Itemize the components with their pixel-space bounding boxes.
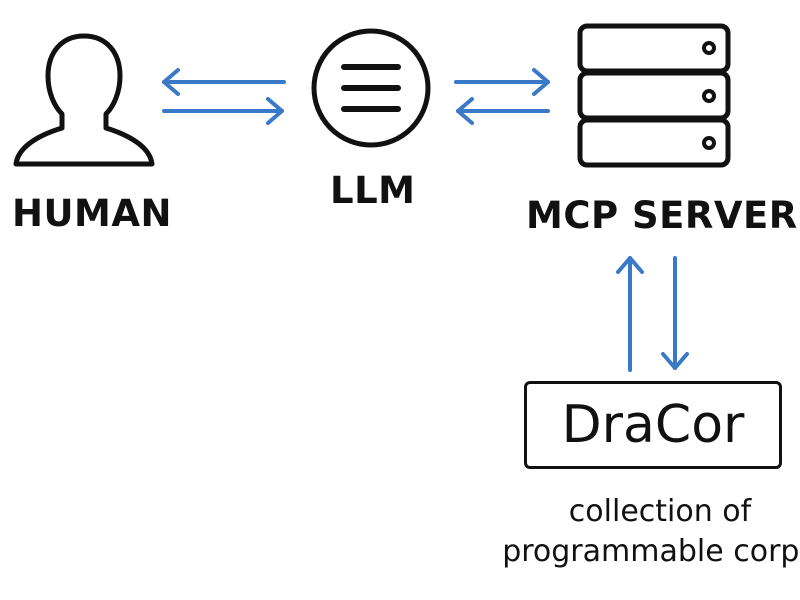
dracor-label: DraCor	[561, 395, 745, 455]
dracor-caption: collection of programmable corpo	[470, 492, 800, 572]
arrow-mcp-dracor	[616, 256, 689, 372]
person-icon	[13, 33, 155, 167]
arrow-human-llm	[162, 68, 286, 125]
dracor-box: DraCor	[524, 381, 782, 469]
llm-label: LLM	[330, 169, 416, 212]
server-stack-icon	[577, 23, 731, 168]
dracor-caption-line1: collection of	[568, 494, 752, 529]
mcp-server-label: MCP SERVER	[526, 194, 798, 237]
human-label: HUMAN	[12, 192, 172, 235]
dracor-caption-line2: programmable corpo	[502, 534, 800, 569]
menu-lines-icon	[311, 28, 431, 148]
arrow-llm-mcp	[454, 68, 550, 125]
